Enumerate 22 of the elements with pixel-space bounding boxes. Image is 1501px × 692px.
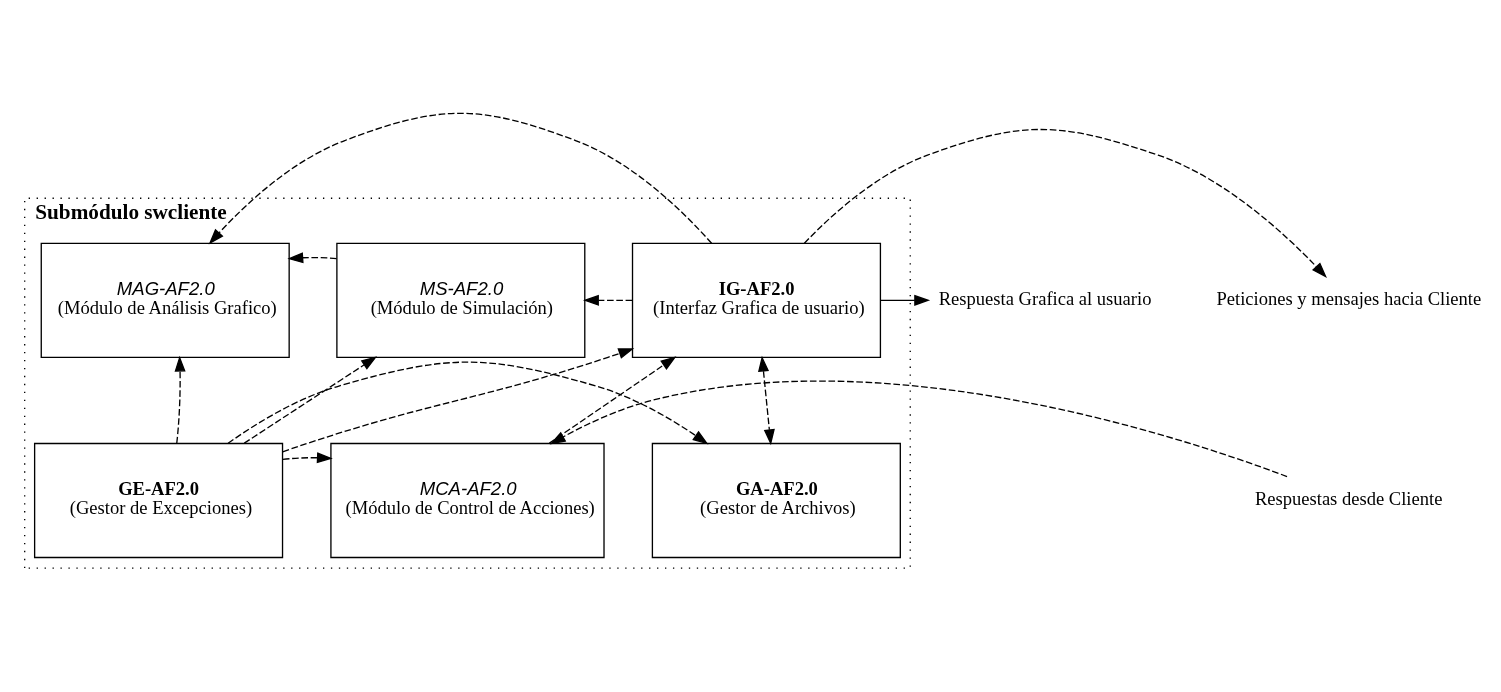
node-text: Peticiones y mensajes hacia Cliente (1216, 288, 1482, 310)
arrow (803, 128, 1327, 278)
node-box: IG-AF2.0 (Interfaz Grafica de usuario) (631, 242, 882, 358)
arrow (174, 355, 186, 444)
arrow (208, 112, 713, 245)
node-text: Respuestas desde Cliente (1254, 488, 1443, 510)
arrow (879, 294, 931, 306)
arrow (757, 355, 775, 446)
arrow (243, 356, 378, 444)
node-box: GE-AF2.0 (Gestor de Excepciones) (33, 442, 284, 559)
arrow (287, 252, 338, 264)
arrow (548, 356, 677, 444)
arrow (282, 452, 333, 464)
node-box: MCA-AF2.0 (Módulo de Control de Acciones) (330, 442, 605, 559)
arrow (282, 348, 635, 453)
arrow (549, 380, 1288, 478)
node-box: MS-AF2.0 (Módulo de Simulación) (336, 242, 586, 358)
node-box: GA-AF2.0 (Gestor de Archivos) (651, 442, 901, 559)
arrow (227, 361, 709, 445)
node-box: MAG-AF2.0 (Módulo de Análisis Grafico) (40, 242, 290, 358)
node-text: Respuesta Grafica al usuario (938, 288, 1152, 310)
arrow (582, 294, 633, 306)
